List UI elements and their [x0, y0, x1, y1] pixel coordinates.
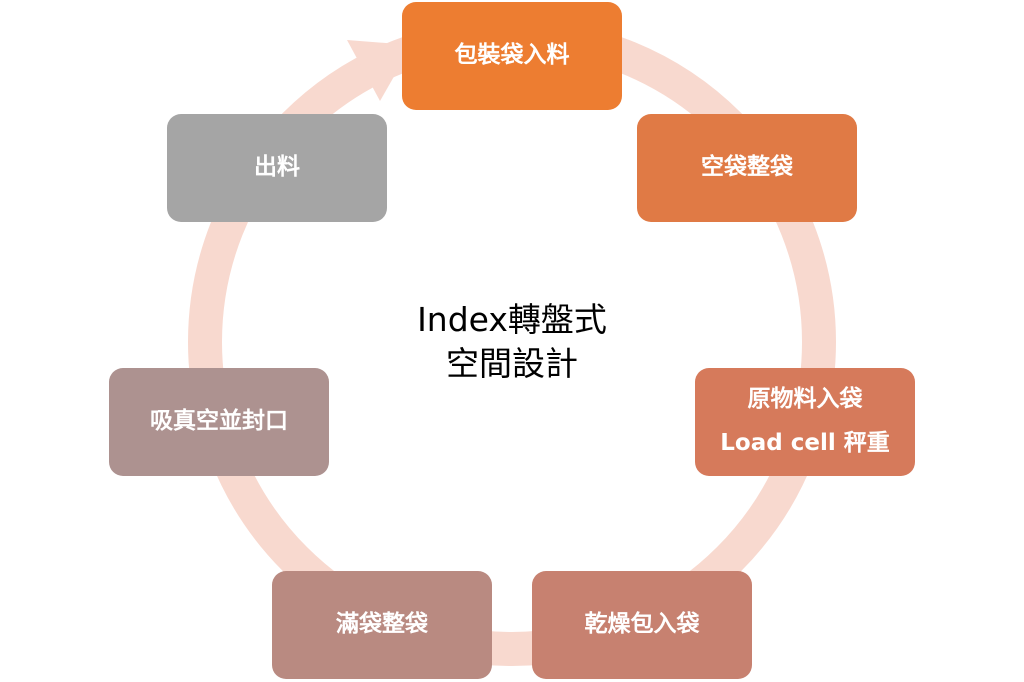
- center-title: Index轉盤式 空間設計: [362, 298, 662, 386]
- step-label-secondary: Load cell 秤重: [720, 430, 890, 456]
- cycle-arrowhead-icon: [347, 40, 412, 101]
- center-title-line1: Index轉盤式: [417, 300, 607, 339]
- step-label: 包裝袋入料: [454, 42, 570, 69]
- step-label: 乾燥包入袋: [584, 611, 700, 638]
- step-label: 原物料入袋: [747, 386, 863, 413]
- step-full-bag-arrange: 滿袋整袋: [272, 571, 492, 679]
- step-desiccant-insert: 乾燥包入袋: [532, 571, 752, 679]
- step-empty-bag-arrange: 空袋整袋: [637, 114, 857, 222]
- step-label: 空袋整袋: [701, 154, 793, 181]
- step-fill-weigh: 原物料入袋 Load cell 秤重: [695, 368, 915, 476]
- step-label: 吸真空並封口: [150, 408, 288, 435]
- step-vacuum-seal: 吸真空並封口: [109, 368, 329, 476]
- step-bag-feeding: 包裝袋入料: [402, 2, 622, 110]
- step-discharge: 出料: [167, 114, 387, 222]
- step-label: 滿袋整袋: [336, 611, 428, 638]
- center-title-line2: 空間設計: [446, 344, 578, 383]
- step-label: 出料: [254, 154, 300, 181]
